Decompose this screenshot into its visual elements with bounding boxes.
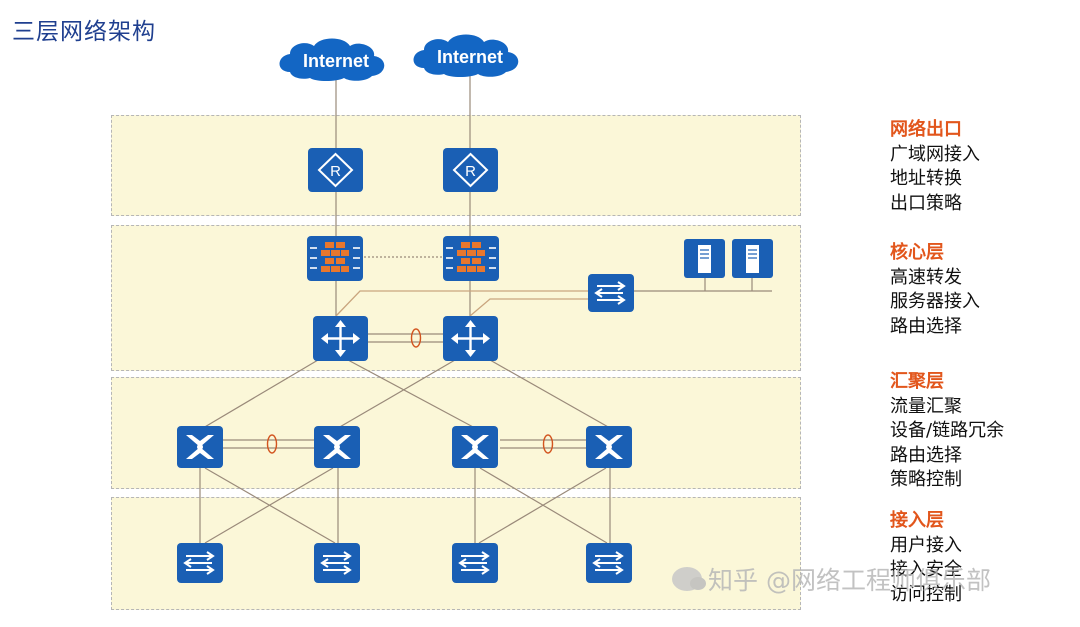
legend-item: 设备/链路冗余 — [890, 420, 1005, 441]
access-switch-icon-3 — [452, 543, 498, 583]
watermark-text: 知乎 @网络工程师俱乐部 — [708, 566, 991, 595]
legend-aggregation: 汇聚层 流量汇聚 设备/链路冗余 路由选择 策略控制 — [890, 370, 1004, 493]
agg-switch-icon-4 — [586, 426, 632, 468]
core-switch-icon-1 — [313, 316, 368, 361]
link-core2-agg2 — [337, 359, 456, 429]
page-title: 三层网络架构 — [12, 19, 156, 45]
access-switch-icon-4 — [586, 543, 632, 583]
legend-heading: 接入层 — [890, 510, 944, 531]
link-core1-srvsw — [335, 290, 588, 317]
link-core2-srvsw — [469, 298, 588, 317]
link-core1-agg1 — [202, 359, 319, 429]
agg-switch-icon-3 — [452, 426, 498, 468]
link-agg2-acc1 — [204, 467, 334, 544]
legend-item: 策略控制 — [890, 469, 962, 490]
legend-item: 流量汇聚 — [890, 395, 962, 417]
trunk-links — [223, 333, 586, 449]
legend-item: 路由选择 — [890, 444, 962, 466]
core-server-links — [335, 290, 588, 317]
legend-item: 路由选择 — [890, 315, 962, 337]
firewall-icon-1 — [307, 236, 363, 281]
server-switch-icon — [588, 274, 634, 312]
link-core2-agg4 — [489, 359, 611, 429]
lag-agg-right-ellipse — [542, 434, 554, 454]
link-core1-agg3 — [347, 359, 476, 429]
watermark: 知乎 @网络工程师俱乐部 — [672, 561, 991, 597]
link-agg4-acc3 — [478, 467, 607, 544]
router-icon-2: R — [443, 148, 498, 192]
lag-agg-left-ellipse — [266, 434, 278, 454]
router-glyph-1: R — [330, 163, 341, 180]
legend-item: 访问控制 — [890, 583, 962, 605]
cloud-label-1: Internet — [303, 51, 369, 71]
firewall-icon-2 — [443, 236, 499, 281]
wechat-icon — [672, 567, 706, 591]
legend-item: 地址转换 — [890, 168, 962, 189]
access-switch-icon-1 — [177, 543, 223, 583]
core-switch-icon-2 — [443, 316, 498, 361]
legend-item: 用户接入 — [890, 534, 962, 556]
lag-core-ellipse — [410, 328, 422, 348]
legend-heading: 汇聚层 — [890, 371, 944, 392]
legend-heading: 核心层 — [890, 242, 944, 263]
legend-item: 服务器接入 — [890, 291, 980, 312]
router-icon-1: R — [308, 148, 363, 192]
legend-item: 广域网接入 — [890, 143, 980, 165]
legend-egress: 网络出口 广域网接入 地址转换 出口策略 — [890, 118, 980, 216]
legend-access: 接入层 用户接入 接入安全 访问控制 — [890, 509, 962, 607]
cloud-label-2: Internet — [437, 47, 503, 67]
legend-item: 接入安全 — [890, 559, 962, 580]
links — [199, 76, 772, 544]
agg-switch-icon-2 — [314, 426, 360, 468]
agg-switch-icon-1 — [177, 426, 223, 468]
server-icon-1 — [684, 239, 725, 278]
router-glyph-2: R — [465, 163, 476, 180]
legend-core: 核心层 高速转发 服务器接入 路由选择 — [890, 241, 980, 339]
legend-item: 出口策略 — [890, 192, 962, 214]
lag-ellipses — [266, 328, 554, 454]
legend-heading: 网络出口 — [890, 119, 962, 140]
access-switch-icon-2 — [314, 543, 360, 583]
internet-cloud-1: Internet — [279, 38, 385, 81]
server-icon-2 — [732, 239, 773, 278]
legend-item: 高速转发 — [890, 266, 962, 288]
internet-cloud-2: Internet — [413, 34, 519, 77]
